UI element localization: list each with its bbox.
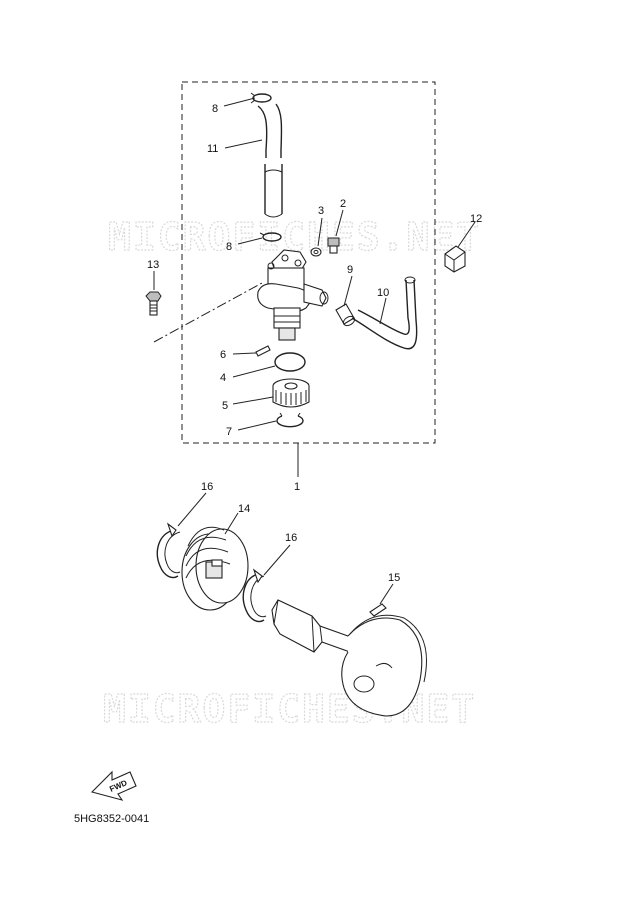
- leader-line-2: [335, 209, 344, 237]
- callout-3: 3: [318, 205, 324, 217]
- callout-7: 7: [226, 426, 232, 438]
- callout-16-left: 16: [201, 481, 213, 493]
- leader-line-9: [343, 275, 353, 307]
- callout-2: 2: [340, 198, 346, 210]
- leader-line-11: [224, 139, 263, 149]
- callout-14: 14: [238, 503, 250, 515]
- bleed-screw: [327, 237, 340, 254]
- leader-line-15: [379, 583, 394, 605]
- drawing-code: 5HG8352-0041: [74, 813, 150, 825]
- callout-8-top: 8: [212, 103, 218, 115]
- callout-6: 6: [220, 349, 226, 361]
- forward-direction-arrow: FWD: [90, 770, 137, 801]
- leader-line-16-left: [177, 492, 207, 527]
- watermark-bottom: MICROFICHES.NET: [103, 687, 476, 731]
- o-ring: [274, 352, 306, 372]
- delivery-hose: [257, 103, 283, 218]
- assembly-boundary-box: [181, 81, 436, 444]
- leader-line-16-right: [263, 544, 291, 576]
- callout-1: 1: [294, 481, 300, 493]
- inlet-hose: [351, 276, 418, 350]
- gear-circlip: [276, 412, 304, 428]
- leader-line-4: [232, 365, 276, 378]
- mounting-bolt: [145, 291, 162, 316]
- circlip-left: [156, 522, 181, 579]
- leader-line-14: [224, 512, 239, 535]
- dowel-pin: [255, 345, 271, 357]
- hose-joint: [335, 303, 356, 327]
- leader-line-5: [232, 396, 274, 405]
- circlip-right: [242, 568, 267, 623]
- callout-13: 13: [147, 259, 159, 271]
- crankshaft: [271, 599, 427, 717]
- cap: [444, 245, 466, 273]
- leader-line-7: [237, 420, 277, 431]
- leader-line-8-top: [223, 97, 256, 107]
- shaft-pin: [369, 603, 387, 617]
- callout-12: 12: [470, 213, 482, 225]
- callout-5: 5: [222, 400, 228, 412]
- callout-11: 11: [207, 143, 218, 155]
- hose-clip-lower: [259, 232, 282, 242]
- leader-line-3: [317, 217, 323, 247]
- oil-pump-body: [257, 249, 329, 341]
- alignment-line: [153, 282, 263, 343]
- callout-10: 10: [377, 287, 389, 299]
- callout-9: 9: [347, 264, 353, 276]
- bleed-screw-washer: [310, 247, 322, 257]
- callout-16-right: 16: [285, 532, 297, 544]
- leader-line-12: [457, 221, 476, 248]
- leader-line-6: [232, 352, 257, 355]
- callout-8-lower: 8: [226, 241, 232, 253]
- callout-15: 15: [388, 572, 400, 584]
- leader-line-8-lower: [237, 237, 263, 245]
- leader-line-10: [379, 297, 387, 325]
- drive-gear-pulley: [181, 526, 249, 611]
- callout-4: 4: [220, 372, 226, 384]
- drive-gear: [272, 378, 310, 408]
